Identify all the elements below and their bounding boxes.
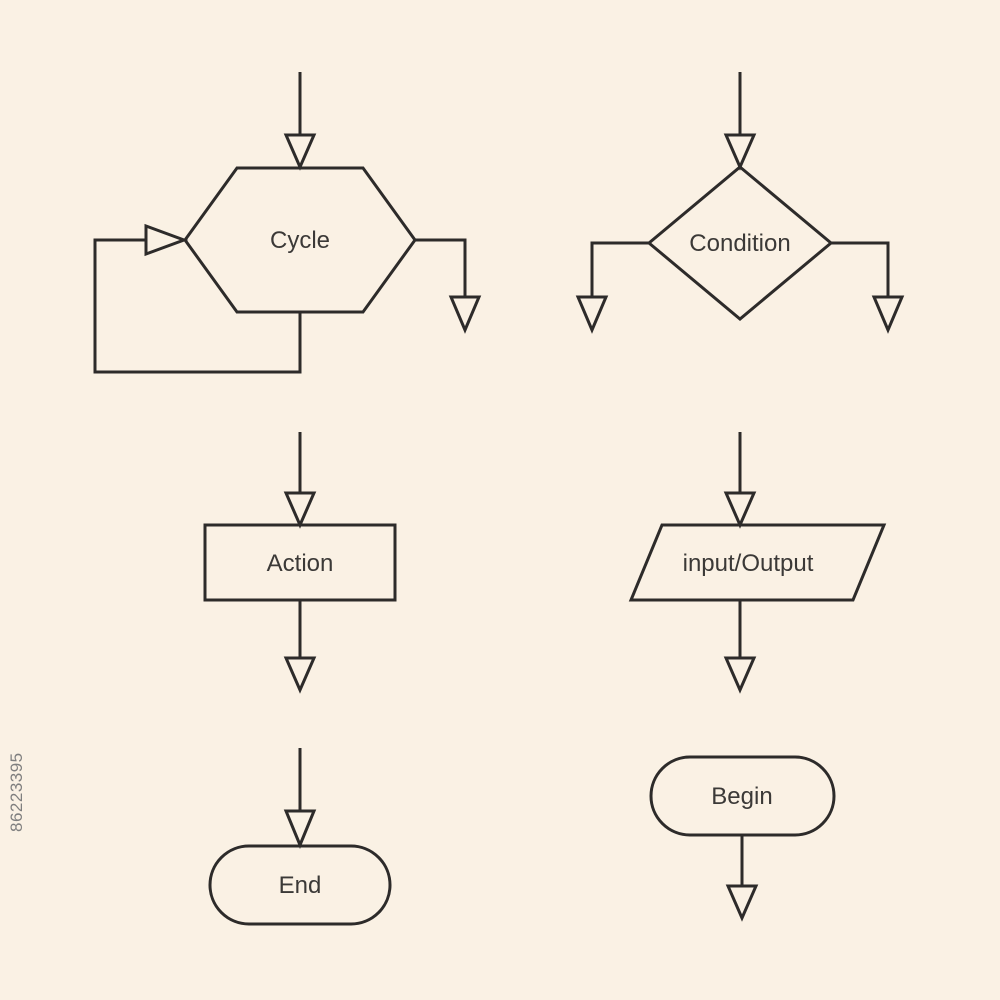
condition-left-branch-line [590, 241, 649, 297]
arrowhead-down-icon [725, 884, 759, 922]
end-label: End [279, 872, 322, 899]
arrowhead-down-icon [723, 491, 757, 529]
begin-label: Begin [711, 783, 772, 810]
input-output-parallelogram-shape [628, 523, 887, 602]
arrowhead-down-icon [283, 656, 317, 694]
arrowhead-down-icon [283, 133, 317, 171]
cycle-label: Cycle [270, 227, 330, 254]
action-node: Action [203, 432, 397, 694]
arrowhead-down-icon [723, 656, 757, 694]
end-node: End [208, 748, 392, 926]
input-output-node: input/Output [628, 432, 887, 694]
condition-right-branch-line [831, 241, 890, 297]
watermark-id-text: 86223395 [7, 752, 26, 832]
arrowhead-down-icon [575, 295, 609, 334]
arrowhead-down-icon [283, 809, 317, 849]
end-terminator-shape [208, 844, 392, 926]
action-label: Action [267, 550, 334, 577]
cycle-loopback-line [93, 238, 302, 374]
begin-node: Begin [649, 755, 836, 922]
arrowhead-down-icon [283, 491, 317, 529]
input-output-label: input/Output [683, 550, 814, 577]
arrowhead-down-icon [448, 295, 482, 334]
cycle-outgoing-line [415, 238, 467, 297]
cycle-node: Cycle [93, 72, 482, 374]
condition-label: Condition [689, 230, 790, 257]
arrowhead-down-icon [871, 295, 905, 334]
condition-node: Condition [575, 72, 905, 334]
arrowhead-down-icon [723, 133, 757, 171]
arrowhead-right-icon [144, 223, 189, 257]
condition-diamond-shape [646, 165, 834, 321]
